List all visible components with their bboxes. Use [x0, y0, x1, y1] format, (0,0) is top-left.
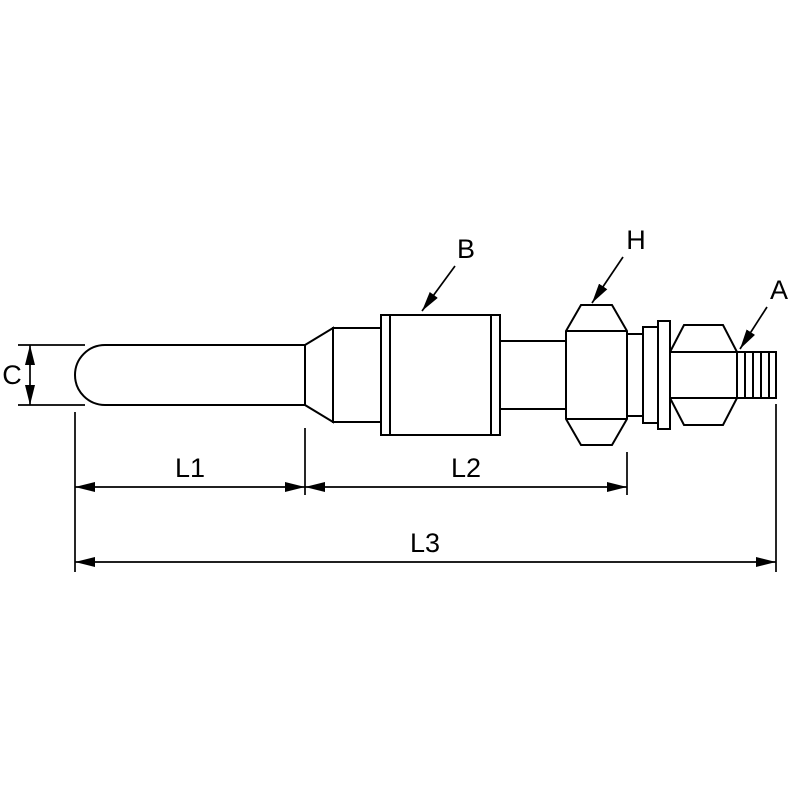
label-dimension-l3: L3 [410, 528, 440, 558]
threaded-stud [736, 351, 777, 399]
hex-nut [565, 304, 628, 446]
leader-line-body [421, 265, 456, 312]
neck-section [499, 340, 567, 410]
label-dimension-c: C [2, 360, 22, 390]
dimension-l2: L2 [305, 452, 628, 495]
label-hex-nut: H [626, 225, 646, 255]
part-labels: B H A [421, 225, 788, 350]
leader-line-thread [739, 306, 768, 350]
probe-tip [74, 344, 306, 406]
label-body: B [457, 234, 475, 264]
washer-1 [626, 333, 644, 417]
thread-lines [744, 352, 770, 398]
dimension-c: C [2, 344, 85, 406]
taper-section [304, 326, 334, 424]
label-dimension-l2: L2 [451, 453, 481, 483]
flange-disc [657, 320, 671, 430]
body-section [380, 314, 501, 436]
leader-line-hex-nut [591, 256, 624, 304]
label-dimension-l1: L1 [175, 453, 205, 483]
terminal-nut [669, 324, 738, 426]
dimension-l1: L1 [74, 412, 306, 572]
washer-2 [642, 326, 659, 424]
shaft-section [332, 327, 382, 423]
label-thread: A [770, 275, 788, 305]
dimension-l3: L3 [75, 404, 777, 572]
plug-outline [74, 304, 777, 446]
